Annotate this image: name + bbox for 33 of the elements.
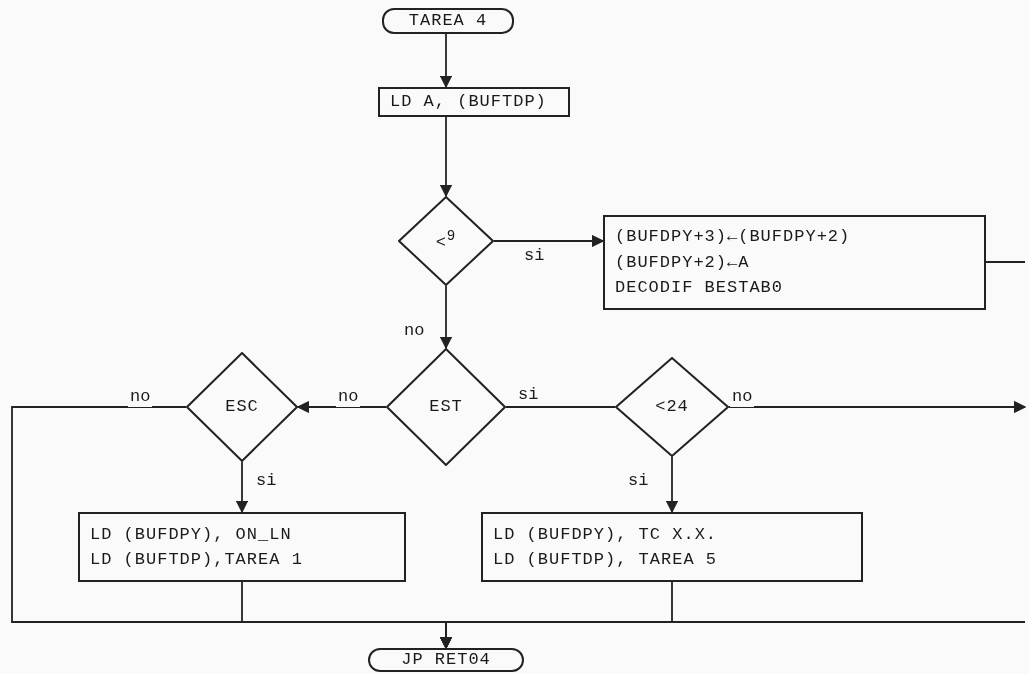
- arrow: [728, 400, 1027, 414]
- arrow: [439, 116, 453, 198]
- node-text: LD A, (BUFTDP): [390, 91, 547, 114]
- arrow: [493, 234, 605, 248]
- node-text: (BUFDPY+3)←(BUFDPY+2): [615, 226, 851, 249]
- terminal-shape: [382, 8, 514, 34]
- process-box: [603, 215, 986, 310]
- node-text: JP RET04: [401, 649, 491, 672]
- decision-text: ESC: [225, 396, 259, 419]
- decision-text: <24: [655, 396, 689, 419]
- process-box: [78, 512, 406, 582]
- process-box: [481, 512, 863, 582]
- decision-diamond: [186, 352, 298, 462]
- node-text: LD (BUFTDP), TAREA 5: [493, 549, 718, 571]
- node-text: LD (BUFDPY), TC X.X.: [493, 523, 718, 546]
- arrow: [439, 621, 1026, 650]
- process-box: [378, 87, 570, 117]
- arrow: [439, 33, 453, 89]
- arrow: [235, 461, 249, 514]
- arrow: [665, 456, 679, 514]
- node-text: LD (BUFDPY), ON_LN: [90, 523, 292, 546]
- arrow: [296, 400, 387, 414]
- decision-text: <$^{9}$: [435, 227, 457, 255]
- decision-diamond: [386, 348, 506, 466]
- decision-text: EST: [429, 396, 463, 419]
- node-text: TAREA 4: [408, 10, 488, 33]
- decision-diamond: [615, 357, 729, 457]
- node-text: DECODIF BESTAB0: [615, 277, 784, 300]
- node-text: (BUFDPY+2)←A: [615, 251, 750, 274]
- decision-diamond: [398, 196, 494, 286]
- node-text: LD (BUFTDP),TAREA 1: [90, 549, 303, 571]
- arrow: [439, 285, 453, 350]
- terminal-shape: [368, 648, 524, 672]
